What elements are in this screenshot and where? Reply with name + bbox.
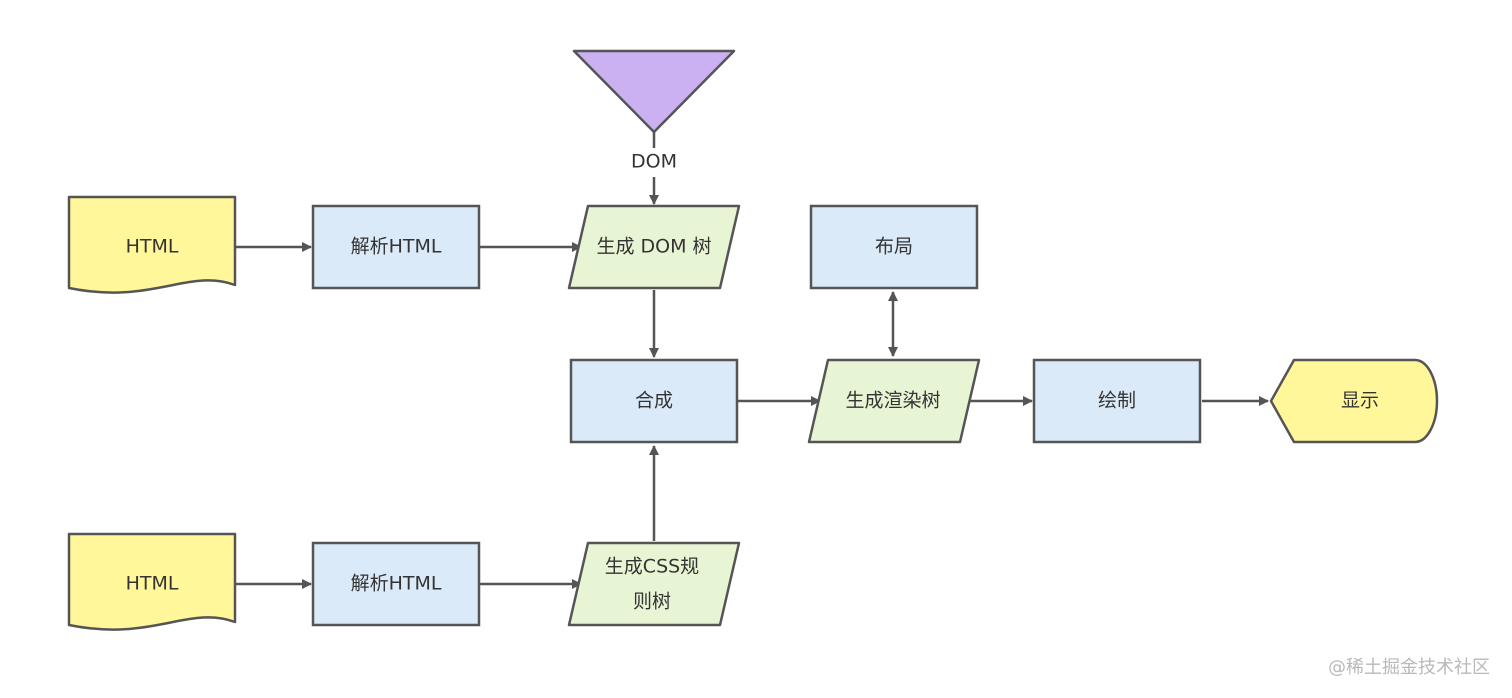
- process-box: [311, 541, 481, 627]
- generate-css-rules-node: 生成CSS规 则树: [567, 541, 741, 627]
- generate-dom-tree-node: 生成 DOM 树: [567, 204, 741, 290]
- html-document-node-top: HTML: [67, 195, 237, 294]
- html-document-label-top: HTML: [126, 236, 179, 258]
- process-box: [569, 358, 739, 444]
- data-parallelogram-shape: [567, 541, 741, 627]
- combine-node: 合成: [569, 358, 739, 444]
- process-box: [311, 204, 481, 290]
- paint-node: 绘制: [1032, 358, 1202, 444]
- merge-triangle-shape: [572, 49, 736, 134]
- paint-label: 绘制: [1098, 390, 1136, 412]
- generate-dom-tree-label: 生成 DOM 树: [596, 236, 711, 258]
- html-document-node-bottom: HTML: [67, 532, 237, 631]
- data-parallelogram-shape: [567, 204, 741, 290]
- edges: [236, 177, 1269, 589]
- generate-render-tree-node: 生成渲染树: [807, 358, 981, 444]
- parse-html-label-top: 解析HTML: [351, 236, 442, 258]
- process-box: [809, 204, 979, 290]
- generate-css-rules-label-line2: 则树: [633, 591, 671, 613]
- layout-label: 布局: [875, 236, 913, 258]
- data-parallelogram-shape: [807, 358, 981, 444]
- combine-label: 合成: [635, 390, 673, 412]
- html-document-label-bottom: HTML: [126, 573, 179, 595]
- process-box: [1032, 358, 1202, 444]
- display-node: 显示: [1269, 358, 1439, 444]
- document-shape: [67, 532, 237, 631]
- watermark: @稀土掘金技术社区: [1328, 657, 1490, 678]
- parse-html-node-bottom: 解析HTML: [311, 541, 481, 627]
- dom-source-label: DOM: [631, 151, 677, 173]
- parse-html-node-top: 解析HTML: [311, 204, 481, 290]
- layout-node: 布局: [809, 204, 979, 290]
- parse-html-label-bottom: 解析HTML: [351, 573, 442, 595]
- generate-render-tree-label: 生成渲染树: [845, 390, 940, 412]
- document-shape: [67, 195, 237, 294]
- dom-label-background: [626, 148, 682, 174]
- dom-source-node: DOM: [572, 49, 736, 174]
- display-shape: [1269, 358, 1439, 444]
- display-label: 显示: [1341, 390, 1379, 412]
- generate-css-rules-label-line1: 生成CSS规: [605, 556, 699, 578]
